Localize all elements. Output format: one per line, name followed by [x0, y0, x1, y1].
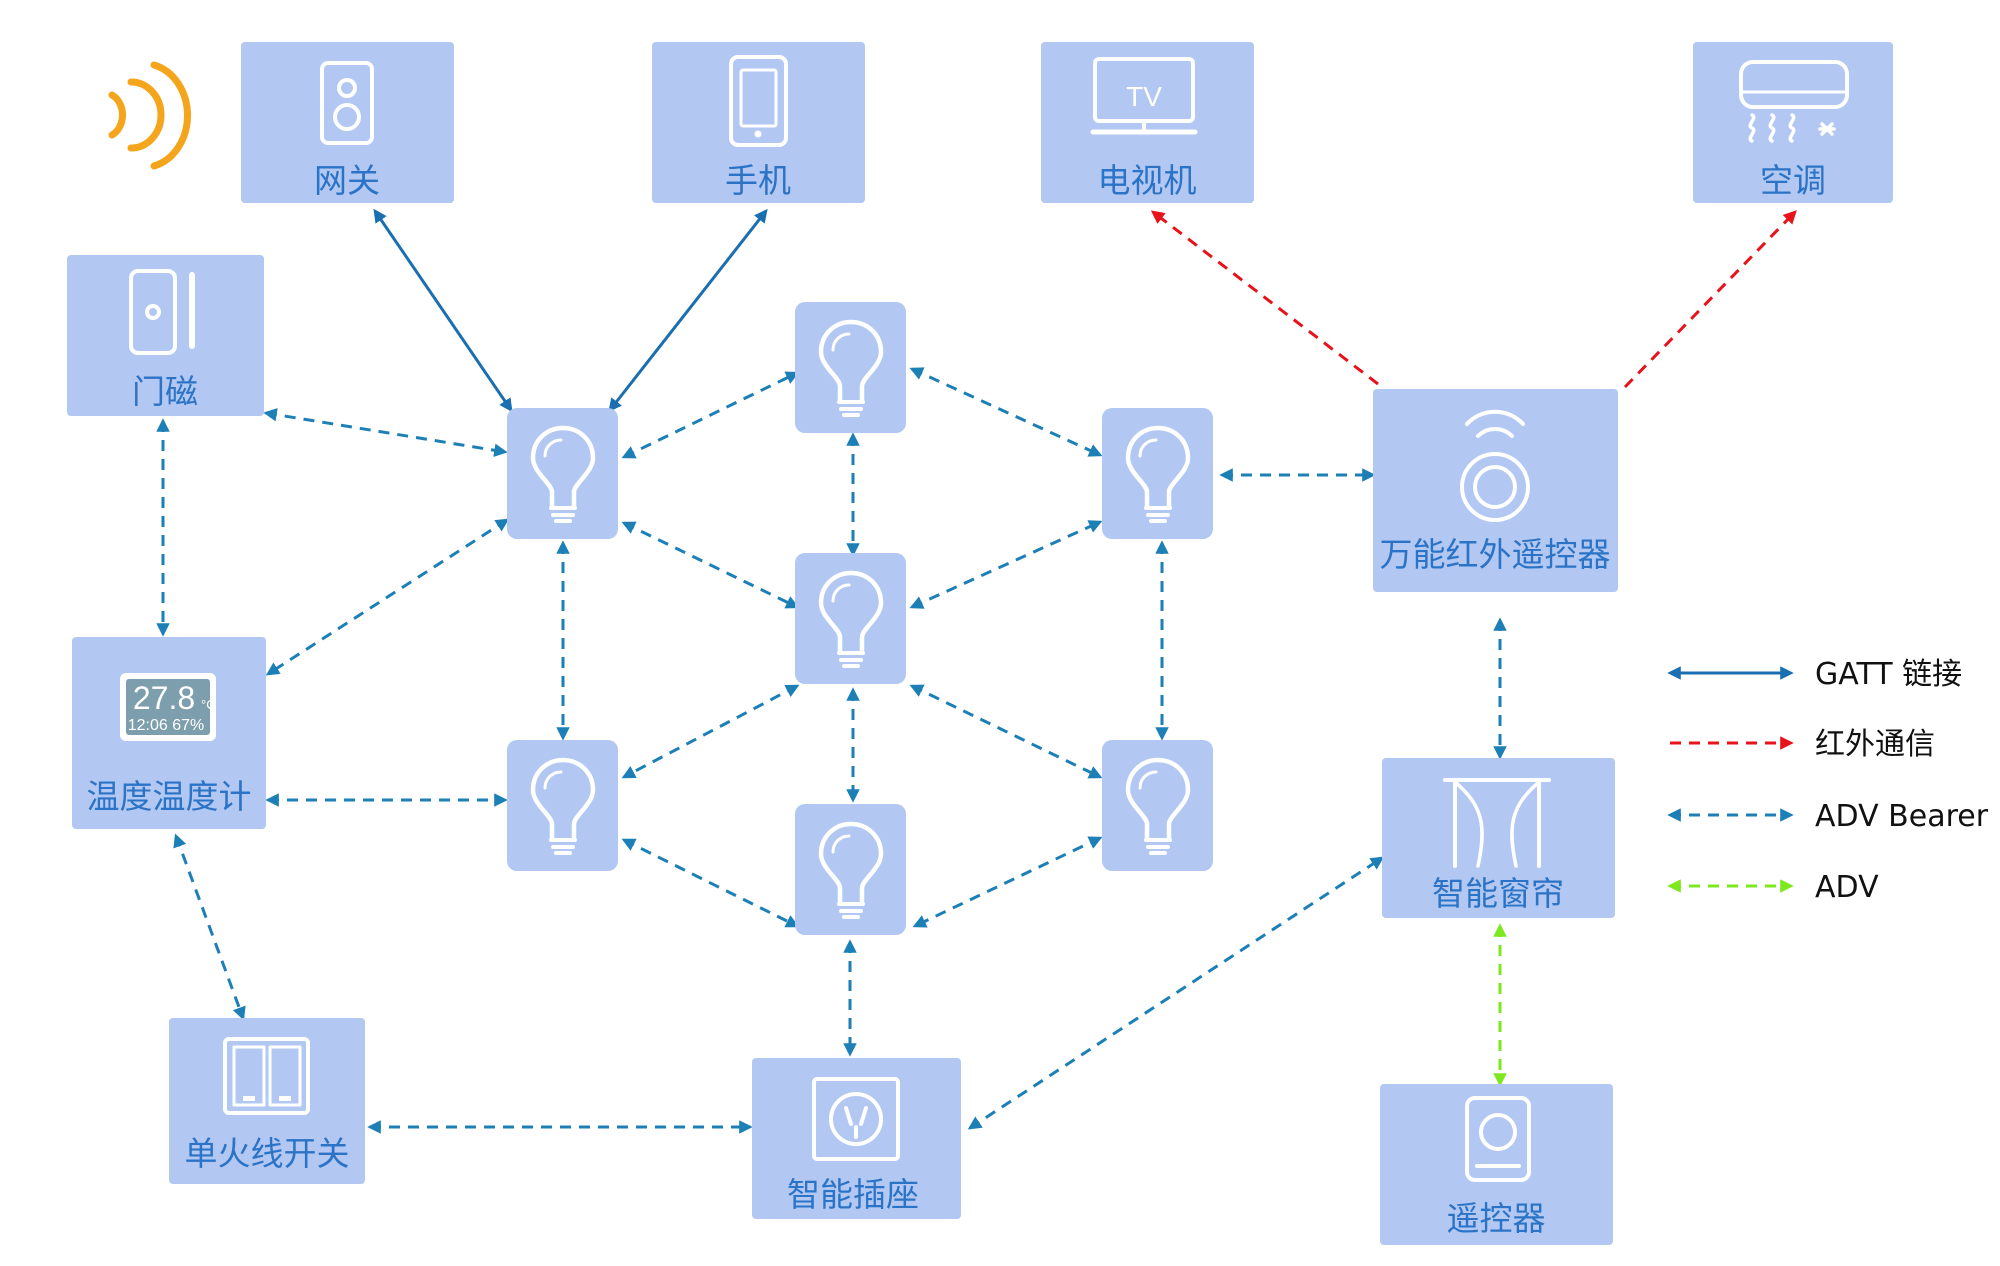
bulb-node-5 — [795, 553, 906, 684]
adv-link-bulb1-bulb2 — [621, 371, 800, 459]
remote-label: 遥控器 — [1447, 1199, 1546, 1238]
socket-icon — [812, 1077, 900, 1161]
curtain-icon — [1443, 778, 1551, 868]
node-curtain: 智能窗帘 — [1382, 758, 1615, 918]
phone-label: 手机 — [725, 161, 791, 200]
node-thermometer: 27.8 °C 12:06 67% 温度温度计 — [72, 637, 266, 829]
tv-screen-text: TV — [1126, 81, 1162, 112]
bulb-node-4 — [507, 740, 618, 871]
socket-label: 智能插座 — [787, 1175, 919, 1214]
adv-link-bulb5-bulb4 — [621, 684, 800, 779]
bulb-node-6 — [1102, 740, 1213, 871]
adv-link-bulb5-bulb6 — [909, 684, 1103, 779]
gatt-link-phone — [608, 208, 768, 413]
switch-icon — [223, 1037, 310, 1115]
adv-link-bulb4-bulb7 — [621, 838, 800, 928]
ir-link-ac — [1623, 210, 1797, 389]
ir-link-tv — [1150, 210, 1379, 386]
gatt-link-gateway — [373, 208, 513, 413]
time-humidity-text: 12:06 67% — [128, 717, 205, 734]
legend-label-gatt: GATT 链接 — [1815, 657, 1962, 692]
ir-remote-label: 万能红外遥控器 — [1380, 535, 1611, 574]
legend-label-ir: 红外通信 — [1815, 727, 1935, 762]
bulb-node-7 — [795, 804, 906, 935]
bulb-node-2 — [795, 302, 906, 433]
tv-icon — [1090, 57, 1198, 135]
node-tv: TV 电视机 — [1041, 42, 1254, 203]
adv-link-socket-curtain — [967, 856, 1385, 1130]
phone-icon — [729, 55, 788, 147]
infrared-icon — [1460, 409, 1530, 522]
wireless-signal-icon — [108, 61, 192, 170]
legend: GATT 链接 红外通信 ADV Bearer ADV — [1667, 657, 1989, 905]
node-remote: 遥控器 — [1380, 1084, 1613, 1245]
legend-label-adv-bearer: ADV Bearer — [1815, 799, 1989, 834]
temperature-unit: °C — [201, 697, 216, 712]
bulb-node-3 — [1102, 408, 1213, 539]
legend-item-ir: 红外通信 — [1670, 727, 1935, 762]
bulb-node-1 — [507, 408, 618, 539]
legend-item-adv: ADV — [1667, 870, 1879, 905]
connections — [156, 208, 1797, 1134]
temperature-value: 27.8 — [133, 680, 195, 716]
node-door-sensor: 门磁 — [67, 255, 264, 416]
node-gateway: 网关 — [241, 42, 454, 203]
adv-link-bulb2-bulb3 — [909, 367, 1103, 457]
tv-label: 电视机 — [1098, 161, 1197, 200]
node-ac: 空调 — [1693, 42, 1893, 203]
ac-label: 空调 — [1760, 161, 1826, 200]
adv-link-bulb5-bulb3 — [909, 520, 1103, 609]
thermometer-screen-icon — [120, 673, 216, 741]
curtain-label: 智能窗帘 — [1432, 874, 1564, 913]
speaker-icon — [320, 61, 374, 145]
node-ir-remote: 万能红外遥控器 — [1373, 389, 1618, 592]
legend-label-adv: ADV — [1815, 870, 1879, 905]
thermometer-label: 温度温度计 — [87, 777, 252, 816]
remote-icon — [1465, 1096, 1531, 1182]
door-sensor-label: 门磁 — [132, 372, 198, 411]
gateway-label: 网关 — [314, 161, 380, 200]
adv-link-bulb1-thermo — [265, 518, 510, 676]
air-conditioner-icon — [1739, 60, 1849, 143]
door-sensor-icon — [129, 269, 195, 355]
legend-item-gatt: GATT 链接 — [1667, 657, 1962, 692]
node-socket: 智能插座 — [752, 1058, 961, 1219]
node-switch: 单火线开关 — [169, 1018, 365, 1184]
adv-link-bulb1-bulb5 — [621, 521, 800, 609]
node-phone: 手机 — [652, 42, 865, 203]
adv-link-bulb6-bulb7 — [912, 836, 1103, 928]
switch-label: 单火线开关 — [185, 1134, 350, 1173]
legend-item-adv-bearer: ADV Bearer — [1667, 799, 1989, 834]
adv-link-door-bulb1 — [263, 408, 508, 457]
adv-link-thermo-switch — [173, 833, 246, 1021]
